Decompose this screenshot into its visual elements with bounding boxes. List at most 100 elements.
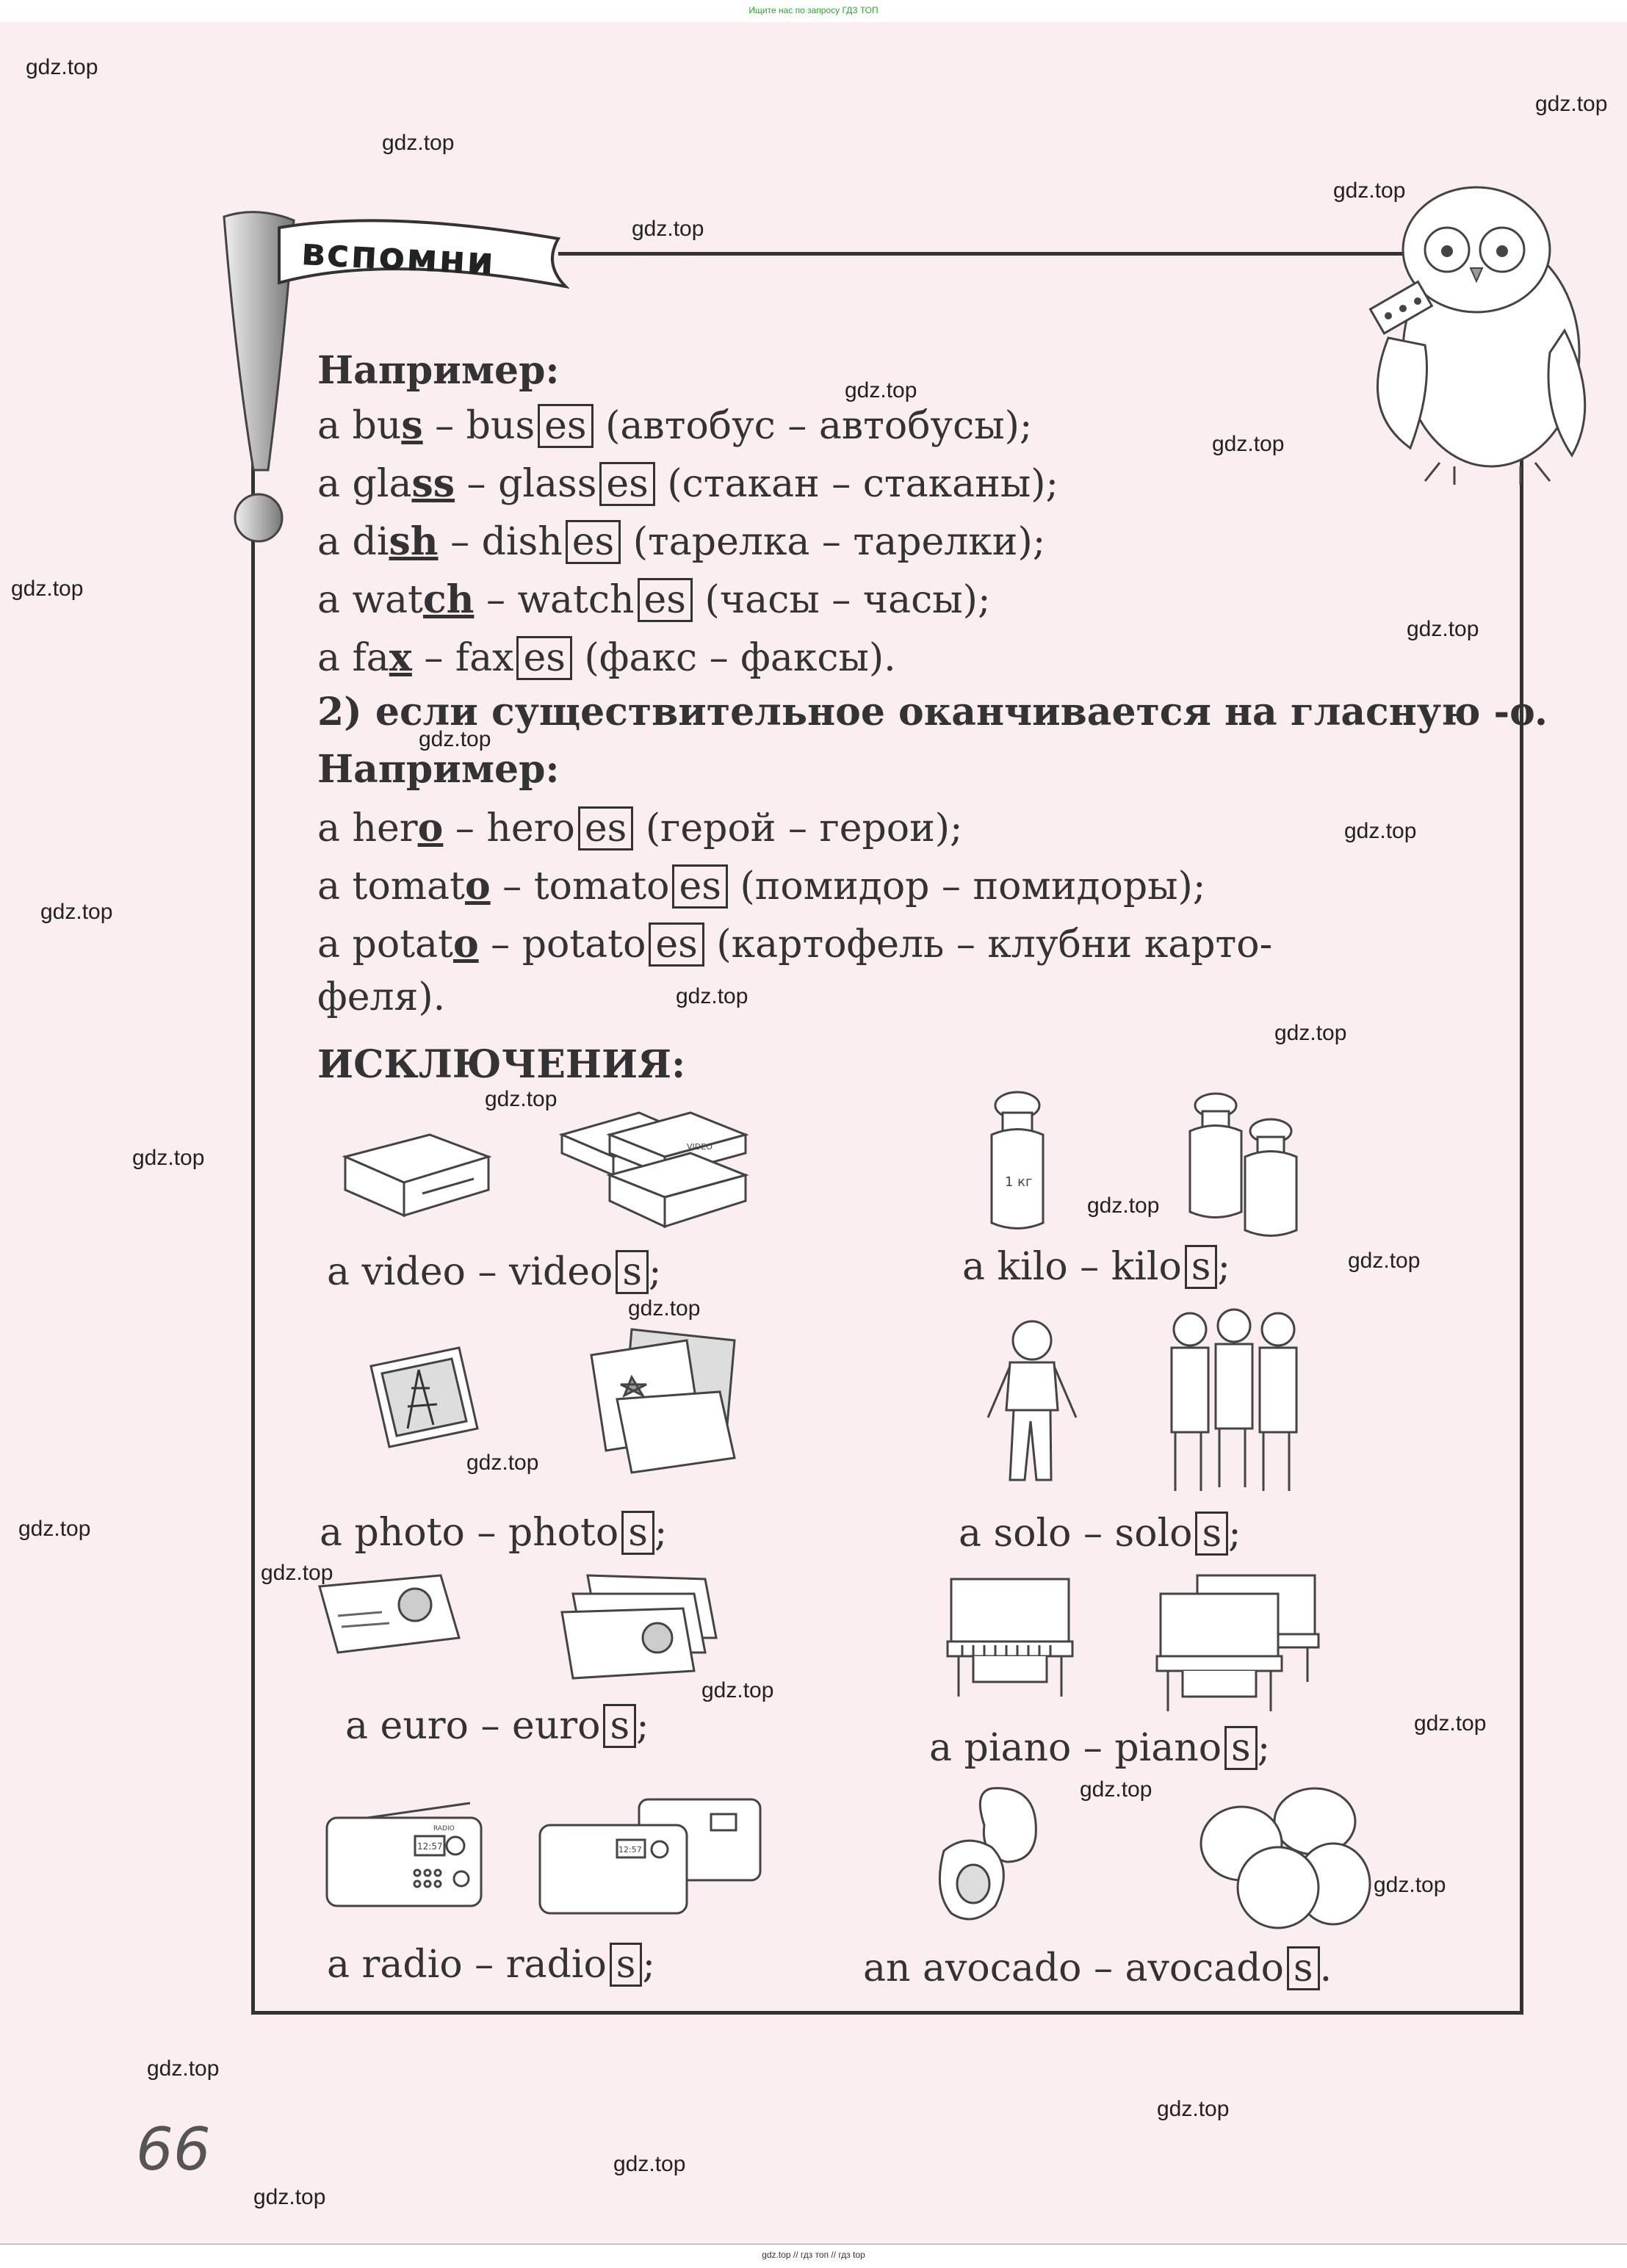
svg-text:12:57: 12:57 [417, 1841, 443, 1852]
rule-base: her [352, 806, 418, 850]
o-rule-continuation: феля). [317, 975, 446, 1019]
watermark-text: gdz.top [1535, 92, 1608, 116]
watermark-text: gdz.top [1157, 2097, 1230, 2121]
watermark-text: gdz.top [253, 2185, 326, 2209]
exception-word: photo [354, 1511, 465, 1555]
svg-text:12:57: 12:57 [618, 1845, 642, 1855]
watermark-text: gdz.top [676, 984, 748, 1008]
rule-ending: o [452, 922, 479, 967]
exception-suffix-box: s [603, 1704, 637, 1748]
svg-text:RADIO: RADIO [433, 1825, 455, 1832]
boys-icon [1170, 1308, 1298, 1491]
watermark-text: gdz.top [419, 727, 491, 751]
watermark-text: gdz.top [382, 131, 455, 155]
rule-base: di [352, 520, 389, 564]
rule-suffix-box: es [599, 462, 655, 506]
rule-article: a [317, 520, 341, 564]
watermark-text: gdz.top [1348, 1249, 1421, 1273]
rule-ending: ch [422, 577, 475, 622]
exception-suffix-box: s [616, 1250, 649, 1294]
watermark-text: gdz.top [485, 1087, 558, 1111]
rule-ending: x [389, 635, 412, 680]
rule-ending: o [417, 806, 444, 850]
exception-end: . [1319, 1946, 1332, 1990]
watermark-text: gdz.top [1407, 617, 1479, 641]
watermark-text: gdz.top [11, 577, 84, 601]
jar-icon: 1 кг [990, 1091, 1045, 1229]
watermark-text: gdz.top [628, 1296, 701, 1321]
exception-end: ; [649, 1250, 662, 1294]
rule-ending: o [464, 864, 491, 909]
exception-end: ; [1217, 1245, 1230, 1289]
watermark-text: gdz.top [1212, 432, 1285, 456]
top-notice-bar: Ищите нас по запросу ГДЗ ТОП [0, 0, 1627, 22]
watermark-text: gdz.top [40, 900, 113, 924]
svg-text:1 кг: 1 кг [1005, 1174, 1033, 1190]
radios-icon: 12:57 [538, 1798, 762, 1915]
exception-word: piano [964, 1726, 1072, 1770]
rule-ending: s [401, 403, 423, 448]
pianos-icon [1155, 1574, 1320, 1711]
rule-article: a [317, 806, 341, 850]
watermark-text: gdz.top [1374, 1873, 1446, 1897]
rule-suffix-box: es [538, 404, 594, 448]
rule-base: fa [352, 636, 389, 680]
rule-plural-base: tomato [533, 864, 670, 909]
rule-translation: (помидор – помидоры); [740, 864, 1206, 909]
watermark-text: gdz.top [1344, 819, 1417, 843]
top-notice[interactable]: Ищите нас по запросу ГДЗ ТОП [748, 5, 879, 15]
jars-icon [1188, 1092, 1298, 1237]
avocados-icon [1199, 1787, 1371, 1929]
watermark-text: gdz.top [1414, 1711, 1487, 1736]
rule-article: a [317, 636, 341, 680]
exception-plural-base: radio [505, 1943, 607, 1987]
exception-article: a [962, 1245, 986, 1289]
exception-end: ; [636, 1704, 649, 1748]
owl-teacher-icon [1368, 186, 1587, 485]
rule-base: wat [352, 578, 423, 622]
rule-plural-base: bus [466, 404, 535, 448]
rule-2: 2) если существительное оканчивается на … [317, 690, 1548, 734]
watermark-text: gdz.top [1080, 1777, 1152, 1802]
bottom-notice: gdz.top // гдз топ // гдз top [762, 2250, 865, 2260]
exception-plural-base: piano [1114, 1726, 1222, 1770]
rule-base: potat [352, 922, 453, 967]
exception-word: solo [993, 1512, 1072, 1556]
rule-translation: (картофель – клубни карто- [716, 922, 1273, 967]
rule-suffix-box: es [565, 520, 621, 564]
exception-end: ; [1257, 1726, 1271, 1770]
rule-ending: sh [389, 519, 439, 564]
rule-translation: (стакан – стаканы); [667, 462, 1059, 506]
exception-suffix-box: s [621, 1511, 654, 1555]
exception-plural-base: avocado [1125, 1946, 1284, 1990]
video-players-icon: VIDEO [558, 1111, 749, 1229]
rule-translation: (факс – факсы). [584, 636, 896, 680]
watermark-text: gdz.top [1274, 1021, 1347, 1045]
rule-article: a [317, 864, 341, 909]
rule-translation: (герой – герои); [645, 806, 963, 850]
rule-plural-base: watch [517, 578, 635, 622]
rule-suffix-box: es [649, 922, 704, 967]
rule-base: tomat [352, 864, 465, 909]
exception-article: a [327, 1250, 350, 1294]
example-heading-1: Например: [317, 348, 560, 393]
radio-icon: 12:57 RADIO [325, 1802, 483, 1907]
rule-suffix-box: es [637, 578, 693, 622]
photos-icon [590, 1328, 736, 1474]
exception-word: video [361, 1250, 466, 1294]
rule-base: gla [352, 462, 412, 506]
rule-base: bu [352, 404, 402, 448]
watermark-text: gdz.top [1333, 178, 1406, 203]
exception-suffix-box: s [1195, 1512, 1229, 1556]
exception-suffix-box: s [609, 1943, 643, 1987]
exception-suffix-box: s [1224, 1726, 1258, 1770]
